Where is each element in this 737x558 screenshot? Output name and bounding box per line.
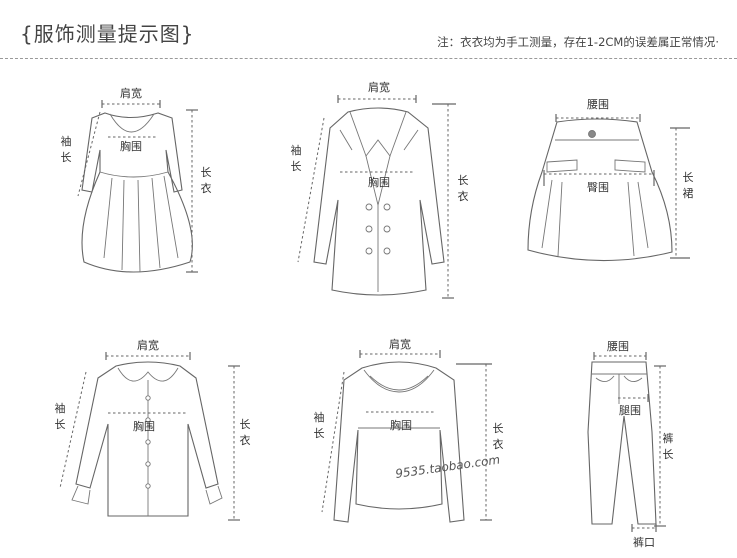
pants-illustration <box>587 361 657 525</box>
sweater-sleeve-label-2: 长 <box>314 427 325 440</box>
pants-thigh-label: 腿围 <box>619 404 641 417</box>
coat-measurements <box>297 95 456 299</box>
dress-measurements <box>77 100 198 273</box>
blouse-length-label: 长 <box>240 418 251 431</box>
sweater-illustration <box>333 361 465 523</box>
skirt-illustration <box>527 118 673 262</box>
blouse-sleeve-label: 袖 <box>55 401 66 415</box>
coat-chest-label: 胸围 <box>368 175 390 189</box>
dress-sleeve-label-2: 长 <box>61 151 72 164</box>
dress-sleeve-label: 袖 <box>61 134 72 148</box>
blouse-sleeve-label-2: 长 <box>55 418 66 431</box>
blouse-shoulder-label: 肩宽 <box>137 338 159 352</box>
coat-sleeve-label: 袖 <box>291 143 302 157</box>
pants-hem-label: 裤口 <box>633 535 655 549</box>
coat-length-label: 长 <box>458 174 469 187</box>
coat-buttons <box>365 203 391 255</box>
dress-illustration <box>81 112 193 273</box>
page-title: {服饰测量提示图} <box>20 22 195 46</box>
pants-length-label-2: 长 <box>663 448 674 461</box>
coat-shoulder-label: 肩宽 <box>368 80 390 94</box>
skirt-measurements <box>543 114 690 259</box>
skirt-hip-label: 臀围 <box>587 181 609 194</box>
pants-measurements <box>593 352 666 532</box>
blouse-length-label-2: 衣 <box>240 433 251 447</box>
skirt-length-label-2: 裙 <box>683 187 694 200</box>
blouse-buttons <box>145 395 151 489</box>
coat-length-label-2: 衣 <box>458 189 469 203</box>
sweater-length-label-2: 衣 <box>493 437 504 451</box>
sweater-length-label: 长 <box>493 422 504 435</box>
sweater-shoulder-label: 肩宽 <box>389 337 411 351</box>
dress-length-label: 长 <box>201 166 212 179</box>
measurement-note: 注：衣衣均为手工测量，存在1-2CM的误差属正常情况· <box>437 35 719 49</box>
dress-chest-label: 胸围 <box>120 139 142 153</box>
blouse-illustration <box>71 361 223 517</box>
dress-length-label-2: 衣 <box>201 181 212 195</box>
header-divider <box>0 58 737 59</box>
blouse-measurements <box>59 352 240 521</box>
pants-length-label: 裤 <box>663 431 674 445</box>
skirt-length-label: 长 <box>683 171 694 184</box>
coat-sleeve-label-2: 长 <box>291 160 302 173</box>
blouse-chest-label: 胸围 <box>133 419 155 433</box>
sweater-chest-label: 胸围 <box>390 418 412 432</box>
coat-illustration <box>313 107 445 296</box>
pants-waist-label: 腰围 <box>607 340 629 353</box>
sweater-measurements <box>321 350 492 521</box>
dress-shoulder-label: 肩宽 <box>120 86 142 100</box>
skirt-waist-label: 腰围 <box>587 98 609 111</box>
sweater-sleeve-label: 袖 <box>314 410 325 424</box>
